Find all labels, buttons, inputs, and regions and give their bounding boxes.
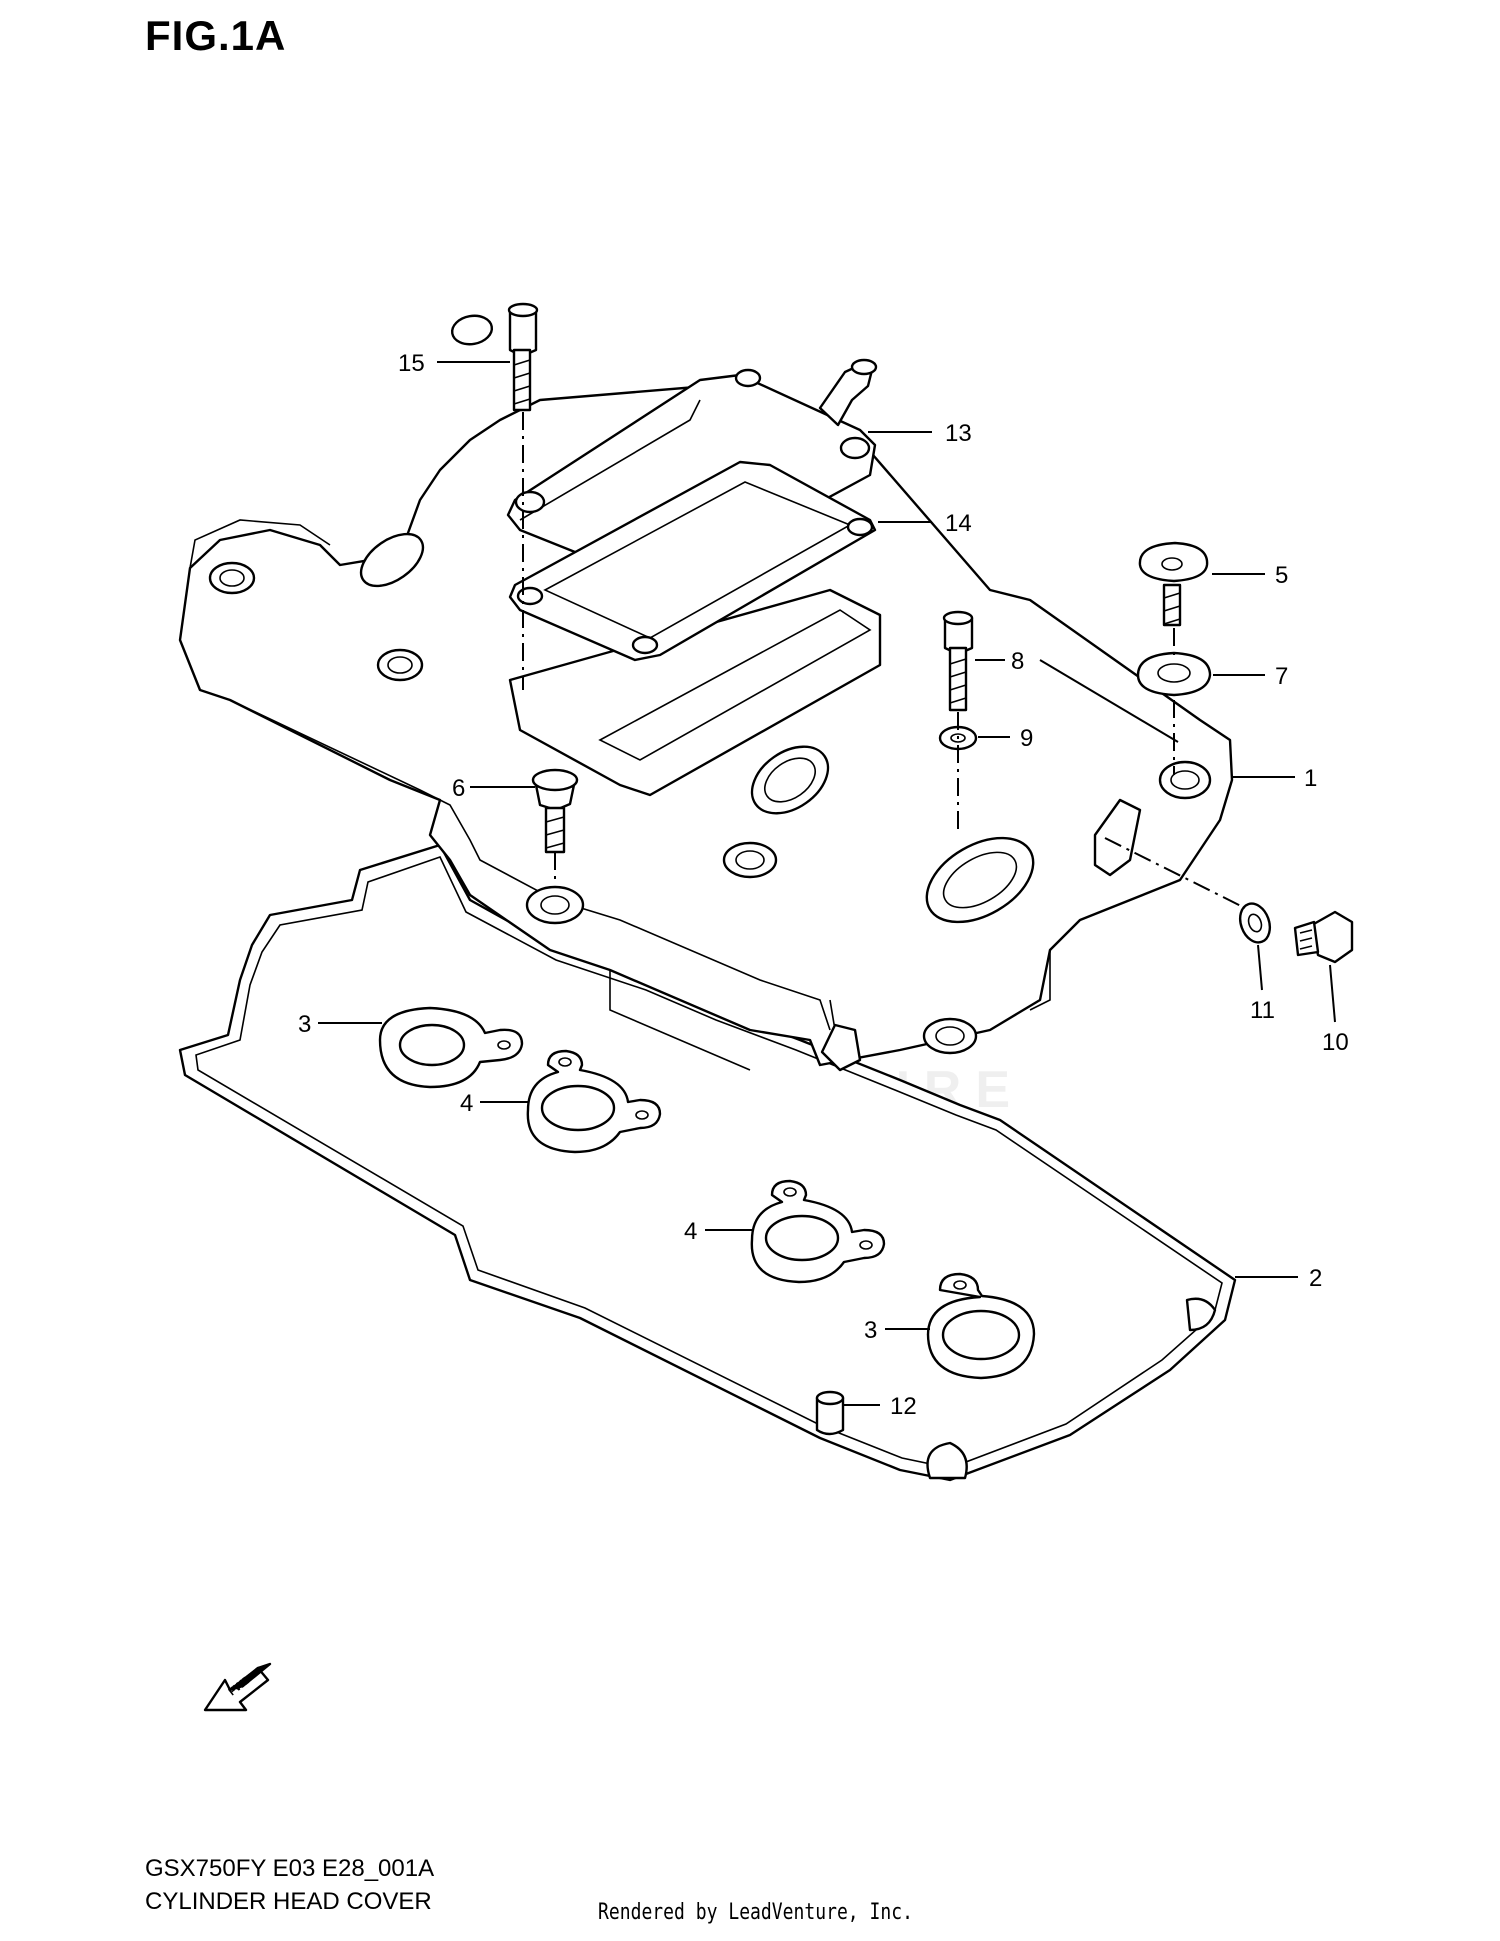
callout-5: 5 <box>1275 562 1288 589</box>
diagram-code: GSX750FY E03 E28_001A <box>145 1855 435 1882</box>
callout-11: 11 <box>1250 997 1275 1024</box>
figure-title: FIG.1A <box>145 12 287 59</box>
screw-part-5[interactable] <box>1138 541 1209 627</box>
fwd-arrow-icon: FWD <box>203 1662 272 1712</box>
bolt-part-8[interactable] <box>942 610 974 712</box>
callout-10: 10 <box>1322 1029 1349 1056</box>
bolt-part-15[interactable] <box>507 302 539 412</box>
callout-12: 12 <box>890 1393 917 1420</box>
callout-14: 14 <box>945 510 972 537</box>
render-credit: Rendered by LeadVenture, Inc. <box>598 1900 913 1925</box>
callout-labels: 15 13 14 5 8 7 9 1 6 11 10 3 4 4 2 3 12 <box>298 350 1349 1420</box>
plug-part-10[interactable] <box>1293 910 1354 964</box>
callout-13: 13 <box>945 420 972 447</box>
dowel-pin-part-12[interactable] <box>815 1390 845 1436</box>
assembly-centerlines <box>522 412 1246 909</box>
washer-part-11[interactable] <box>1235 899 1275 946</box>
plug-seal-part-3-a[interactable] <box>378 1006 524 1089</box>
grommet-part-7[interactable] <box>1136 651 1212 697</box>
callout-6: 6 <box>452 775 465 802</box>
callout-1: 1 <box>1304 765 1317 792</box>
diagram-name: CYLINDER HEAD COVER <box>145 1888 432 1915</box>
bolt-part-6[interactable] <box>531 768 579 854</box>
cylinder-head-cover-part-1[interactable] <box>178 313 1234 1072</box>
callout-4-b: 4 <box>684 1218 697 1245</box>
callout-7: 7 <box>1275 663 1288 690</box>
callout-9: 9 <box>1020 725 1033 752</box>
callout-3-a: 3 <box>298 1011 311 1038</box>
callout-4-a: 4 <box>460 1090 473 1117</box>
callout-3-b: 3 <box>864 1317 877 1344</box>
leader-lines <box>318 361 1336 1406</box>
plug-seal-part-4-a[interactable] <box>526 1049 662 1154</box>
plug-seal-part-4-b[interactable] <box>750 1179 886 1284</box>
callout-8: 8 <box>1011 648 1024 675</box>
plug-seal-part-3-b[interactable] <box>926 1272 1036 1380</box>
callout-15: 15 <box>398 350 425 377</box>
callout-2: 2 <box>1309 1265 1322 1292</box>
